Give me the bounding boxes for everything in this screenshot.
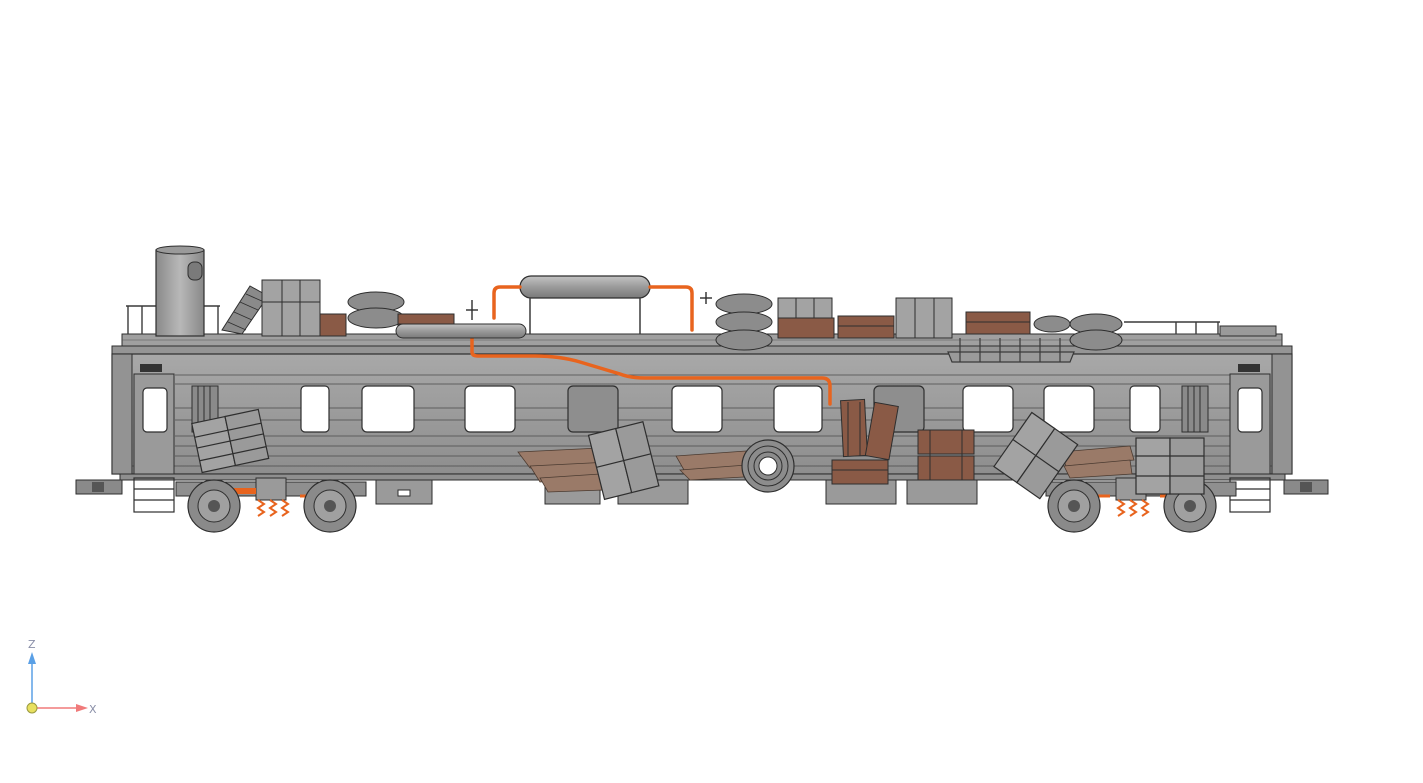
wheel xyxy=(303,479,357,533)
pipe-roof-left xyxy=(492,285,522,320)
wheel xyxy=(1047,479,1101,533)
crates xyxy=(831,398,975,485)
coupler-right xyxy=(1283,479,1329,495)
roof-cylinder xyxy=(395,323,527,339)
chimney-stack xyxy=(155,245,205,337)
grille-right xyxy=(1181,385,1209,433)
coupler-left xyxy=(75,479,123,495)
steps-left xyxy=(133,477,175,513)
wheel xyxy=(187,479,241,533)
spring xyxy=(256,499,290,517)
roof-barrels xyxy=(261,279,953,339)
pipe-roof-right xyxy=(648,285,694,332)
windows xyxy=(142,385,1263,433)
x-axis-arrow xyxy=(32,704,88,712)
roof-ladder xyxy=(947,338,1075,363)
bogie-left[interactable] xyxy=(175,477,367,533)
tire-side xyxy=(741,439,795,493)
z-axis-arrow xyxy=(28,652,36,708)
x-axis-label: X xyxy=(89,703,97,716)
barrel-stack xyxy=(191,408,1205,501)
roof-end-right xyxy=(1219,325,1277,337)
valves xyxy=(466,292,712,320)
pipe-side xyxy=(470,328,832,406)
spring xyxy=(1116,499,1150,517)
origin-marker xyxy=(26,702,38,714)
railing-right xyxy=(1124,321,1220,334)
roof-tires xyxy=(347,291,1123,351)
z-axis-label: Z xyxy=(28,638,36,651)
